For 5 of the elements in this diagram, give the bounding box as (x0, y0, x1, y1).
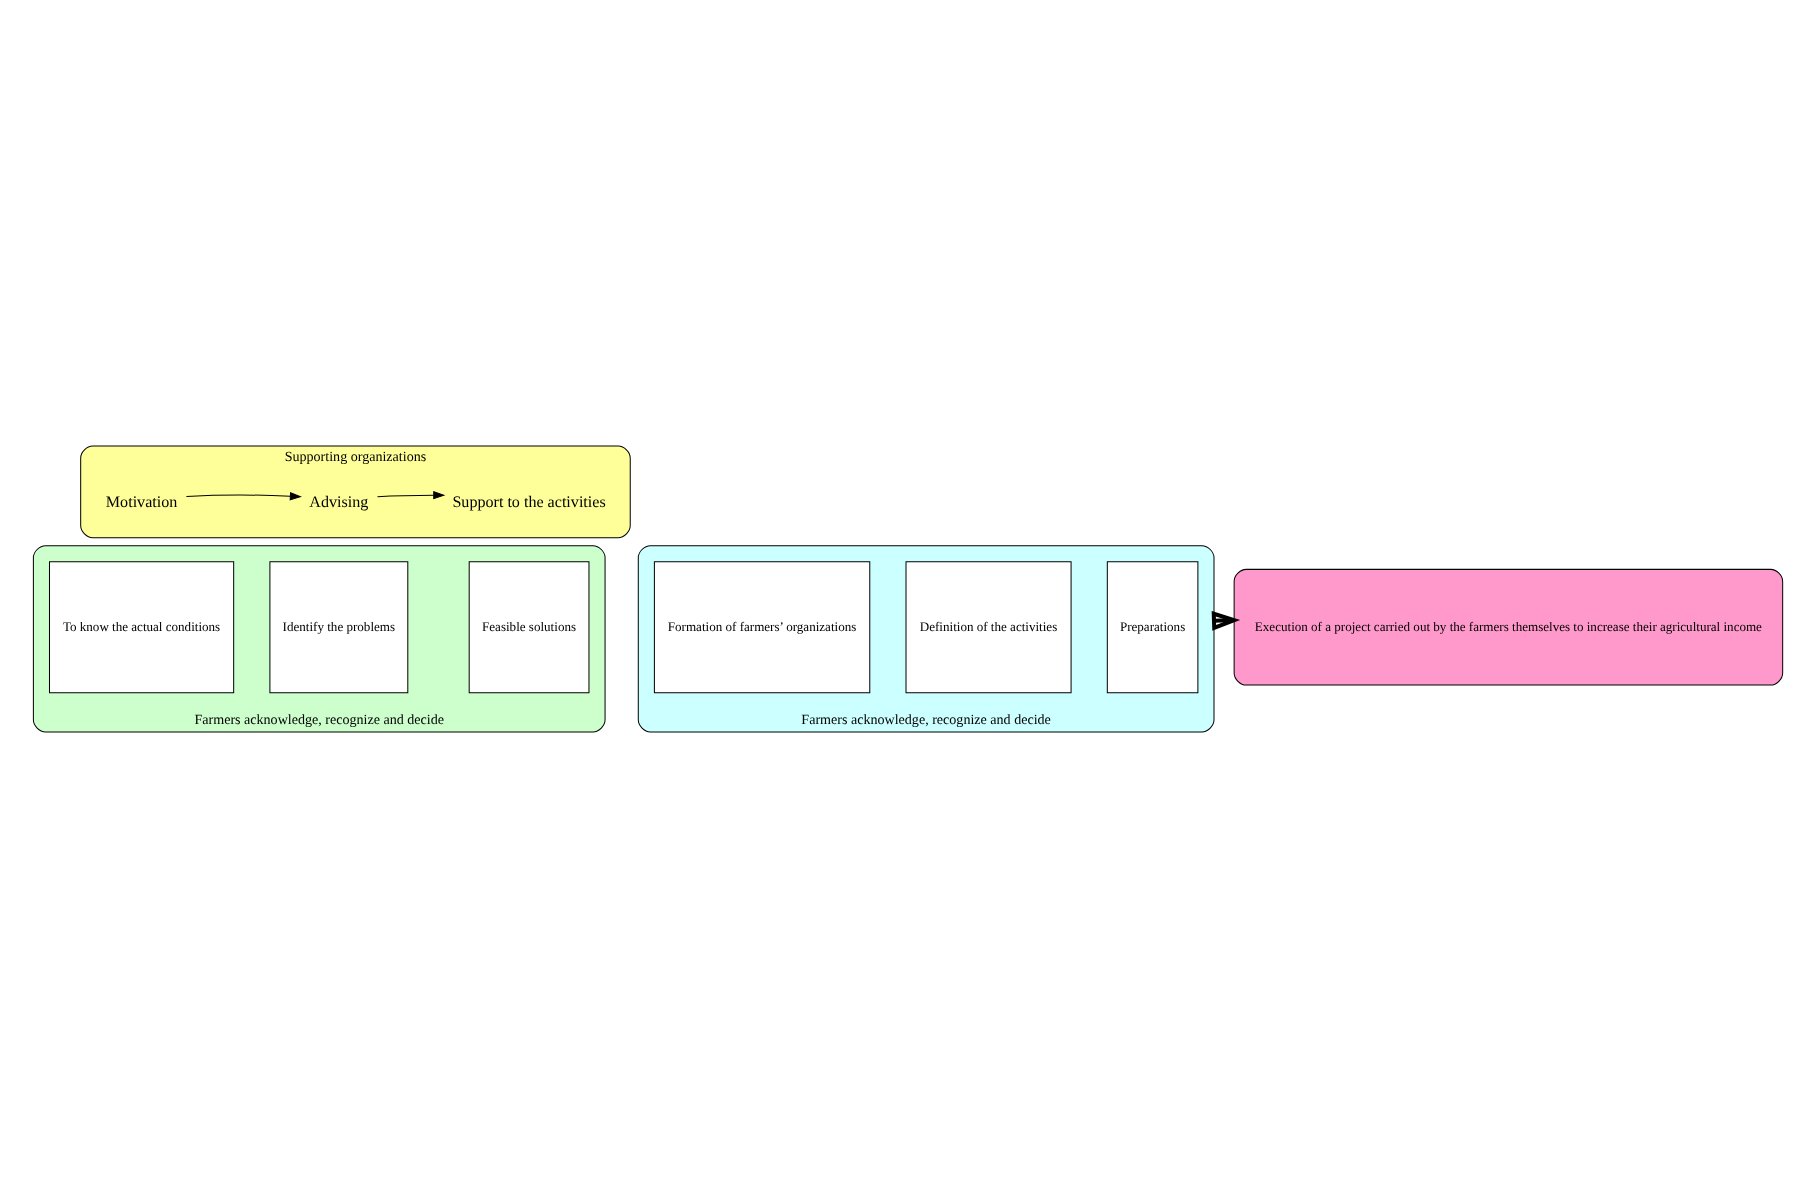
arrow (377, 490, 446, 500)
node-text: Support to the activities (452, 493, 606, 512)
arrow (185, 491, 302, 501)
node-text: Advising (309, 493, 369, 512)
node-text: Motivation (105, 493, 178, 512)
